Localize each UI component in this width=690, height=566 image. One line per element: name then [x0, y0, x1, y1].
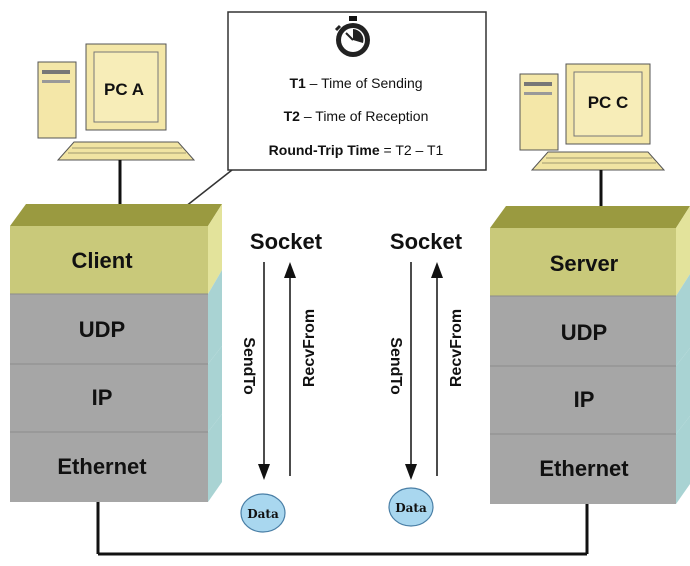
pc-a-label: PC A [104, 80, 144, 99]
client-layer-udp: UDP [79, 317, 125, 342]
right-sendto-label: SendTo [387, 337, 404, 395]
t1-desc: – Time of Sending [306, 75, 423, 91]
computer-pc-c: PC C [519, 63, 666, 212]
rtt-formula: = T2 – T1 [380, 142, 444, 158]
server-protocol-stack: Server UDP IP Ethernet [490, 206, 690, 504]
t1-term: T1 [289, 75, 306, 91]
left-recvfrom-label: RecvFrom [301, 309, 318, 387]
client-layer-ip: IP [92, 385, 113, 410]
client-layer-ethernet: Ethernet [57, 454, 147, 479]
right-recvfrom-arrow-head [431, 262, 443, 278]
left-data-bubble [240, 493, 286, 533]
t1-definition: T1 – Time of Sending [289, 75, 422, 91]
t2-term: T2 [284, 108, 301, 124]
server-layer-udp: UDP [561, 320, 607, 345]
right-data-label: Data [395, 501, 427, 515]
t2-definition: T2 – Time of Reception [284, 108, 429, 124]
right-socket: Socket SendTo RecvFrom Data [387, 229, 465, 527]
server-layer-ethernet: Ethernet [539, 456, 629, 481]
recvfrom-arrow-head [284, 262, 296, 278]
t2-desc: – Time of Reception [300, 108, 428, 124]
right-sendto-arrow-head [405, 464, 417, 480]
client-protocol-stack: Client UDP IP Ethernet [10, 204, 222, 502]
right-recvfrom-label: RecvFrom [448, 309, 465, 387]
stopwatch-icon [334, 16, 370, 57]
sendto-arrow-head [258, 464, 270, 480]
server-layer-app: Server [550, 251, 619, 276]
rtt-definition: Round-Trip Time = T2 – T1 [269, 142, 444, 158]
right-socket-title: Socket [390, 229, 463, 254]
pc-c-label: PC C [588, 93, 629, 112]
left-sendto-label: SendTo [240, 337, 257, 395]
rtt-callout: T1 – Time of Sending T2 – Time of Recept… [175, 11, 487, 215]
left-data-label: Data [247, 507, 279, 521]
left-socket: Socket SendTo RecvFrom Data [240, 229, 323, 533]
network-cable [96, 500, 589, 556]
right-data-bubble [388, 487, 434, 527]
computer-pc-a: PC A [37, 43, 196, 204]
rtt-term: Round-Trip Time [269, 142, 380, 158]
client-layer-app: Client [71, 248, 133, 273]
left-socket-title: Socket [250, 229, 323, 254]
server-layer-ip: IP [574, 387, 595, 412]
